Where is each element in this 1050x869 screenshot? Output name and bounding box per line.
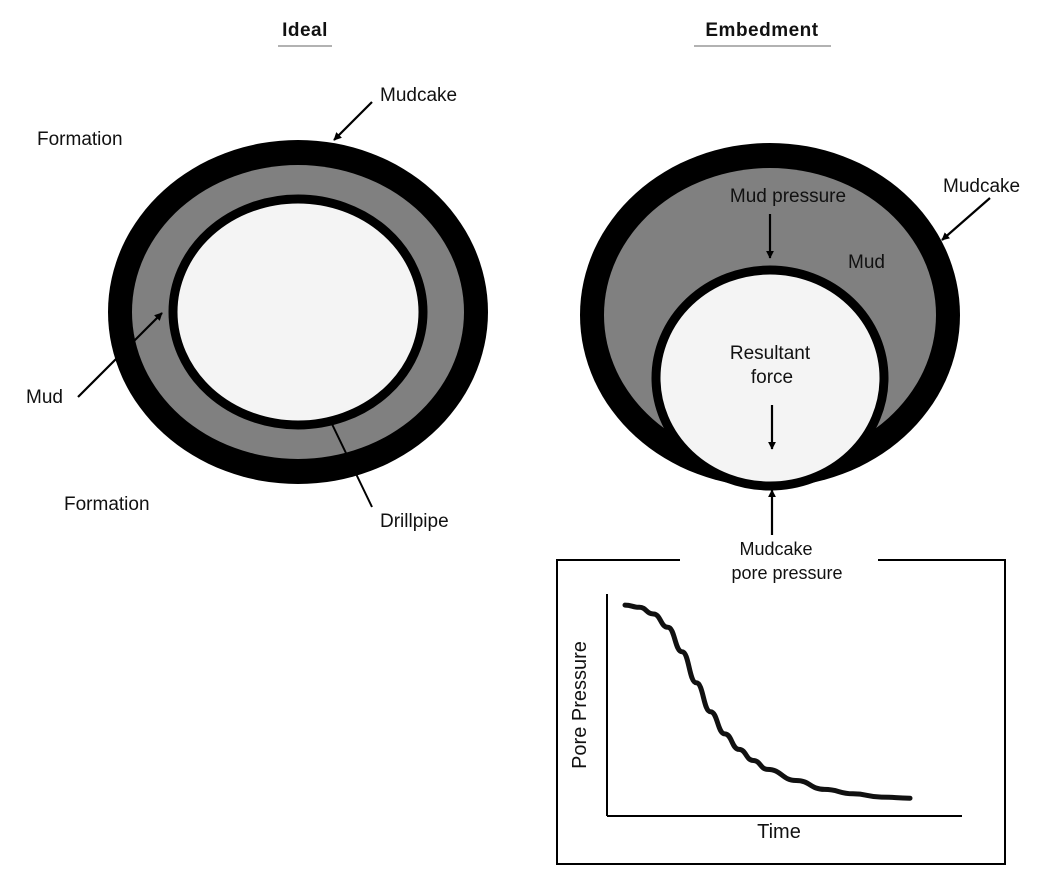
ideal-mud-arrow (77, 312, 163, 398)
ideal-formation-bottom-label: Formation (64, 494, 150, 515)
embedment-resultant-force-label-line1: Resultant (730, 343, 811, 364)
ideal-drillpipe-leader (330, 421, 373, 508)
ideal-drillpipe-label: Drillpipe (380, 511, 449, 532)
ideal-wellbore (108, 140, 488, 484)
embedment-mud-pressure-label: Mud pressure (730, 186, 846, 207)
inset-chart-frame (556, 559, 1006, 865)
embedment-mudcake-label: Mudcake (943, 176, 1020, 197)
embedment-resultant-force-label-line2: force (751, 367, 793, 388)
embedment-mud-label: Mud (848, 252, 885, 273)
ideal-formation-top-label: Formation (37, 129, 123, 150)
ideal-drillpipe (168, 194, 428, 430)
ideal-mud-label: Mud (26, 387, 63, 408)
inset-line-chart: Time Pore Pressure (569, 594, 962, 843)
embedment-wellbore (580, 143, 960, 491)
ideal-heading: Ideal (282, 20, 328, 41)
embedment-drillpipe (651, 265, 889, 491)
embedment-heading: Embedment (705, 20, 818, 41)
embedment-pore-pressure-label-line1: Mudcake (739, 539, 812, 559)
pore-pressure-curve (622, 602, 913, 801)
embedment-mudcake-arrow (941, 197, 991, 241)
ideal-mudcake-label: Mudcake (380, 85, 457, 106)
inset-x-axis-label: Time (757, 821, 801, 843)
embedment-pore-pressure-label-line2: pore pressure (731, 563, 842, 583)
inset-y-axis-label: Pore Pressure (569, 641, 591, 769)
ideal-mudcake-arrow (333, 101, 373, 141)
